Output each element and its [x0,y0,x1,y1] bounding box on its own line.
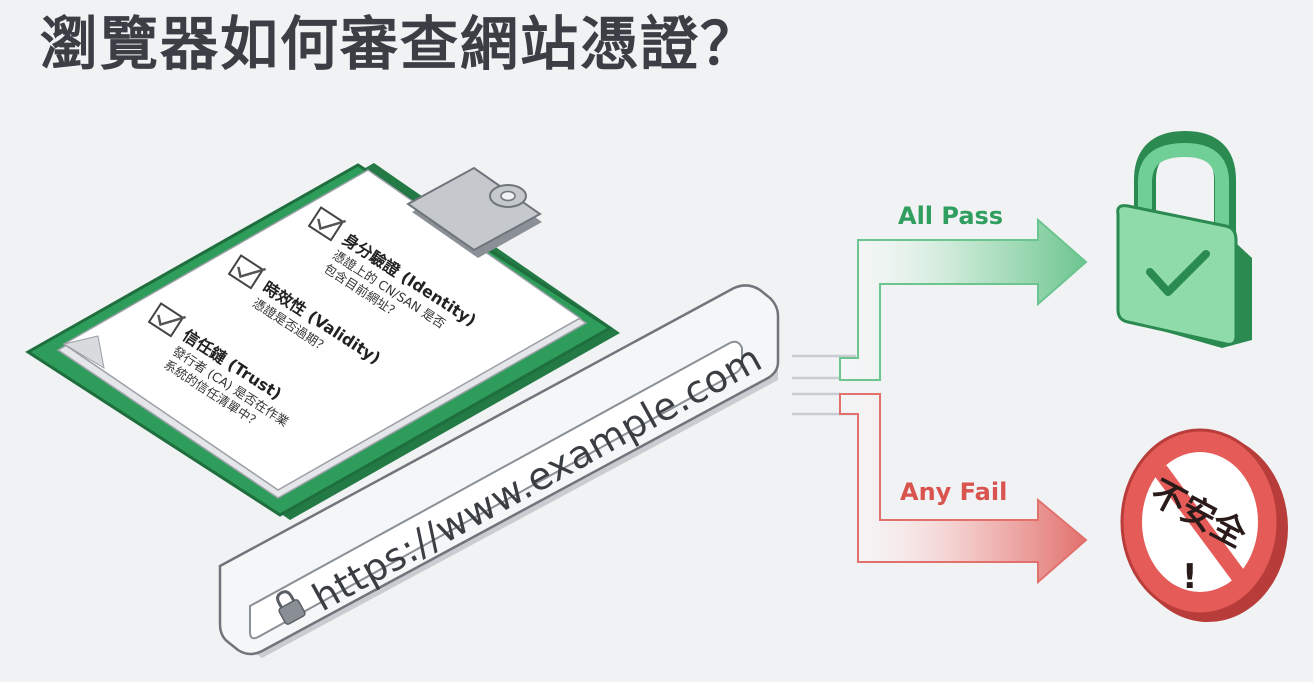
pass-label: All Pass [898,202,1003,230]
stamp-mark: ! [1182,557,1198,597]
arrow-icon [839,217,1088,381]
fail-label: Any Fail [900,478,1007,506]
prohibited-icon: 不安全 ! [1120,428,1288,622]
checkbox-icon [307,206,346,242]
fail-arrow: Any Fail [839,393,1088,585]
lock-icon [276,590,306,625]
clipboard-clip [406,166,542,258]
arrow-icon [839,393,1088,585]
page-title: 瀏覽器如何審查網站憑證？ [40,10,761,78]
checkbox-icon [147,302,186,338]
clipboard: 身分驗證 (Identity) 憑證上的 CN/SAN 是否 包含目前網址？ 時… [25,163,620,520]
pass-arrow: All Pass [839,202,1088,381]
padlock-check-icon [1116,130,1252,348]
checkbox-icon [227,254,266,290]
